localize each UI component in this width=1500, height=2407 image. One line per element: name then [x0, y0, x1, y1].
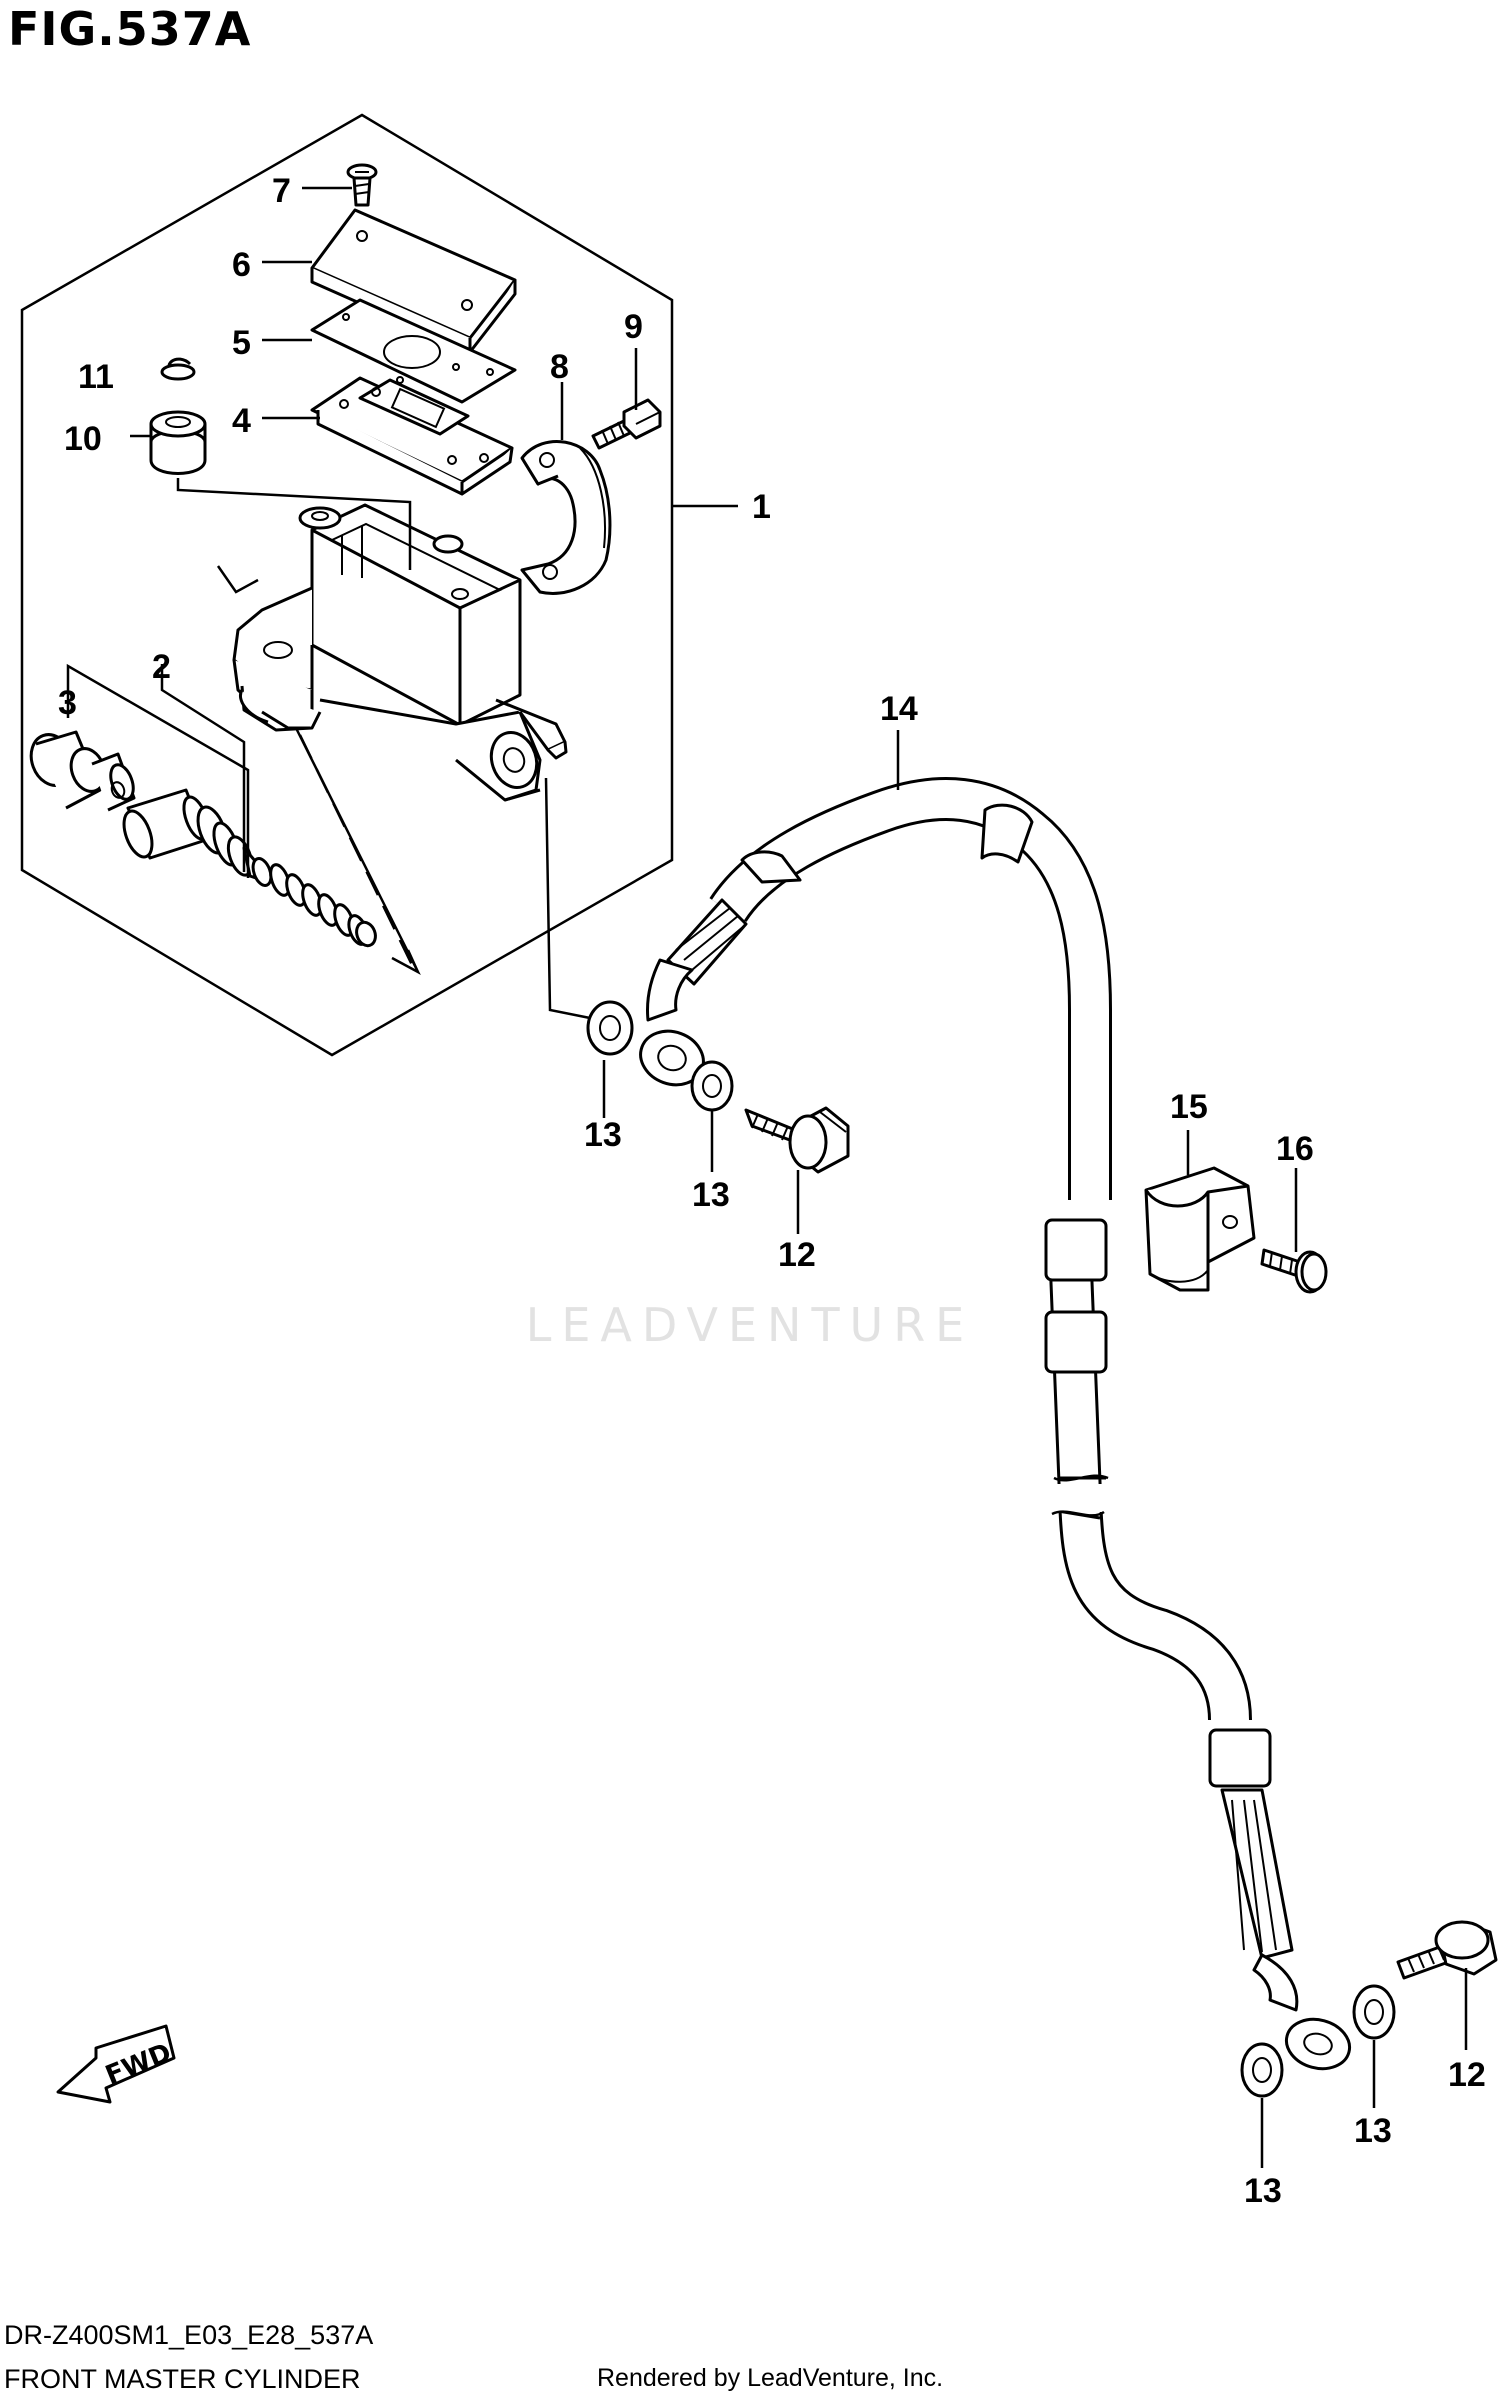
callout-4: 4 — [232, 402, 251, 440]
part-14-brake-hose[interactable] — [633, 777, 1355, 2075]
callout-1: 1 — [752, 488, 771, 526]
callout-6: 6 — [232, 246, 251, 284]
callout-13-b: 13 — [692, 1176, 730, 1214]
part-7-screw[interactable] — [346, 163, 378, 207]
part-13-washer-b[interactable] — [690, 1060, 734, 1112]
part-16-clamp-screw[interactable] — [1260, 1248, 1328, 1294]
callout-5: 5 — [232, 324, 251, 362]
figure-title: FIG.537A — [8, 2, 252, 56]
leader-lines — [66, 186, 1468, 2168]
callout-16: 16 — [1276, 1130, 1314, 1168]
watermark: LEADVENTURE — [525, 1298, 975, 1352]
rendered-by: Rendered by LeadVenture, Inc. — [597, 2364, 944, 2392]
section-name: FRONT MASTER CYLINDER — [4, 2364, 361, 2394]
part-13-washer-d[interactable] — [1240, 2042, 1284, 2098]
part-10-boot[interactable] — [149, 410, 207, 475]
assembly-boundary — [20, 113, 674, 1057]
piston-axis-dash — [298, 734, 414, 966]
callout-11: 11 — [78, 358, 114, 396]
part-15-hose-clamp[interactable] — [1144, 1166, 1256, 1292]
callout-12-b: 12 — [1448, 2056, 1486, 2094]
callout-15: 15 — [1170, 1088, 1208, 1126]
part-12-union-bolt-b[interactable] — [1396, 1920, 1498, 1980]
callout-14: 14 — [880, 690, 918, 728]
part-13-washer-a[interactable] — [586, 1000, 634, 1056]
callout-12-a: 12 — [778, 1236, 816, 1274]
part-4-diaphragm[interactable] — [310, 376, 514, 496]
part-12-union-bolt-a[interactable] — [744, 1106, 850, 1174]
part-8-clamp-holder[interactable] — [520, 440, 612, 595]
callout-3: 3 — [58, 684, 77, 722]
callout-2: 2 — [152, 648, 171, 686]
callout-13-a: 13 — [584, 1116, 622, 1154]
part-3-dust-boot[interactable] — [24, 729, 137, 812]
callout-13-d: 13 — [1244, 2172, 1282, 2210]
callout-13-c: 13 — [1354, 2112, 1392, 2150]
model-code: DR-Z400SM1_E03_E28_537A — [4, 2320, 374, 2350]
callout-7: 7 — [272, 172, 291, 210]
callout-8: 8 — [550, 348, 569, 386]
callout-10: 10 — [64, 420, 102, 458]
master-cylinder-body[interactable] — [232, 503, 568, 802]
part-13-washer-c[interactable] — [1352, 1984, 1396, 2040]
fwd-arrow — [56, 2024, 176, 2104]
part-9-bolt[interactable] — [591, 398, 662, 450]
callout-9: 9 — [624, 308, 643, 346]
part-11-circlip[interactable] — [160, 357, 196, 381]
